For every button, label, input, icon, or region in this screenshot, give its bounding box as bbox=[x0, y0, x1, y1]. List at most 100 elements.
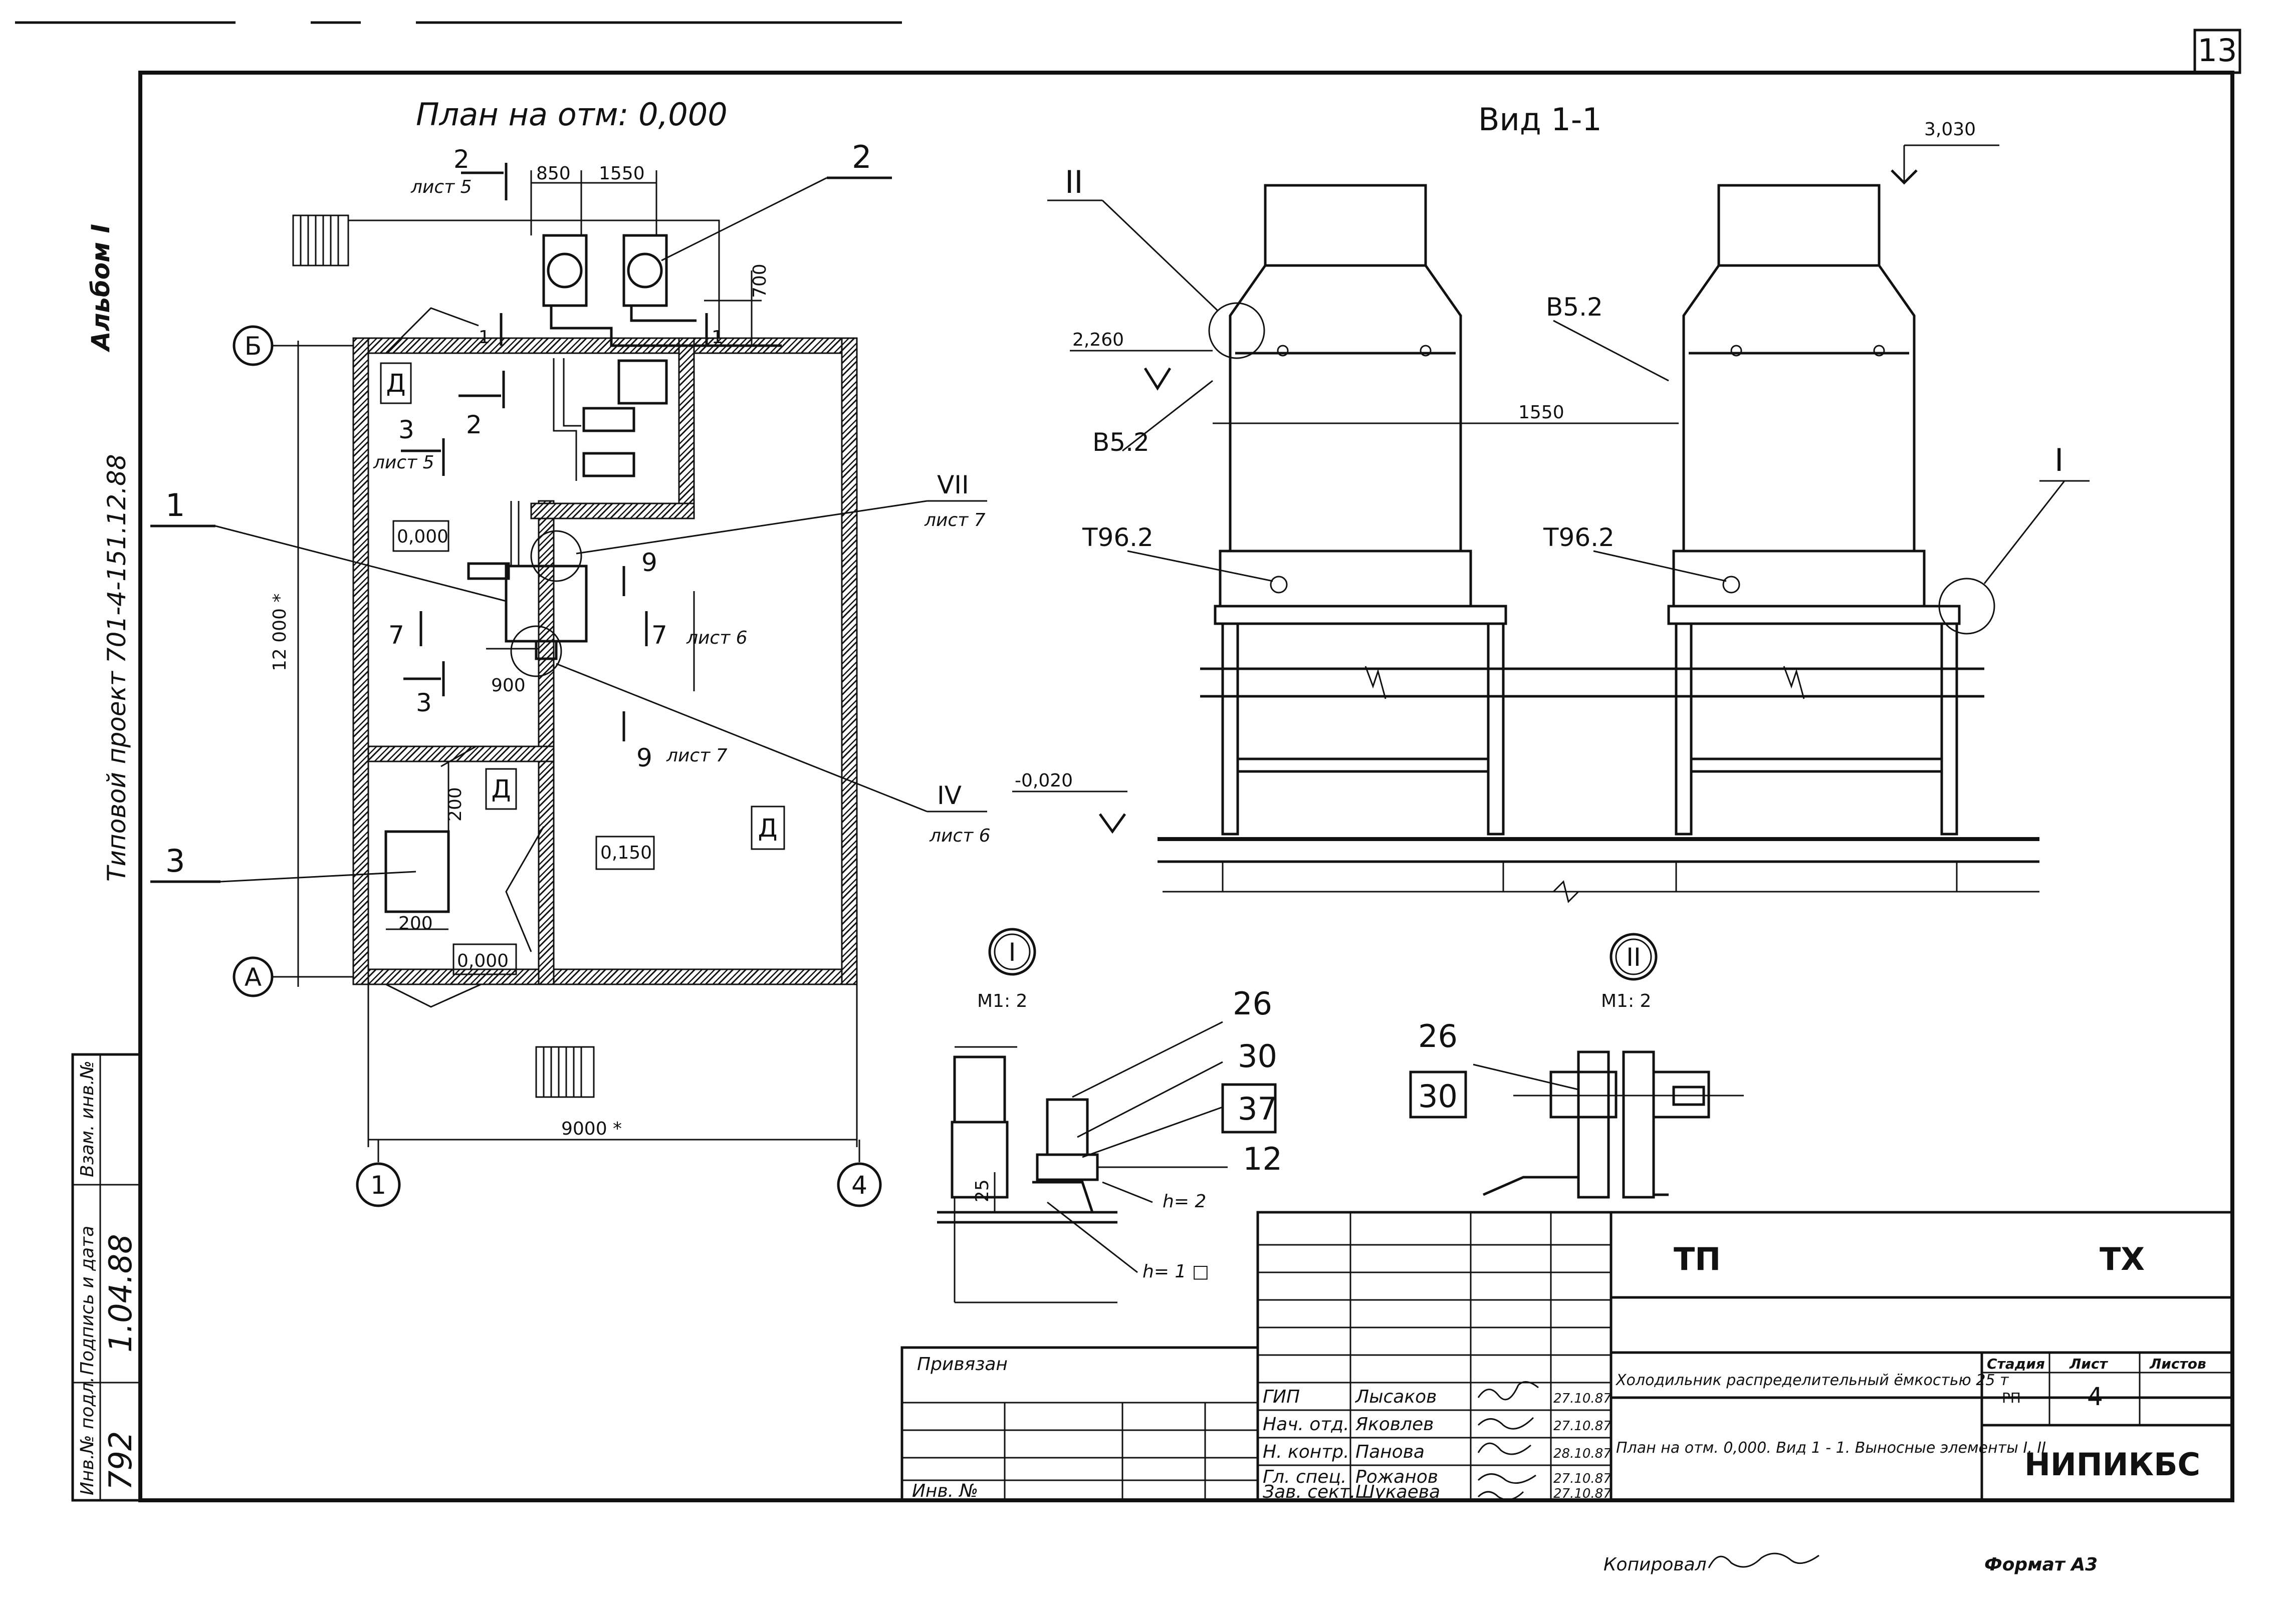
stair-bottom bbox=[535, 1046, 595, 1098]
svg-text:Лысаков: Лысаков bbox=[1354, 1387, 1437, 1407]
svg-text:T96.2: T96.2 bbox=[1082, 523, 1154, 552]
svg-text:лист 5: лист 5 bbox=[373, 452, 434, 473]
svg-text:II: II bbox=[1626, 943, 1641, 972]
detail-ii: II М1: 2 26 30 bbox=[1409, 933, 1744, 1199]
left-margin: Альбом I Типовой проект 701-4-151.12.88 bbox=[86, 224, 131, 882]
wall-inner-h1 bbox=[530, 502, 695, 519]
svg-text:2: 2 bbox=[453, 145, 470, 174]
svg-text:30: 30 bbox=[1238, 1038, 1277, 1075]
svg-text:ГИП: ГИП bbox=[1263, 1387, 1300, 1407]
privyazan-label: Привязан bbox=[917, 1354, 1008, 1375]
section-mark-2-top: 2 лист 5 bbox=[410, 145, 508, 200]
svg-text:2,260: 2,260 bbox=[1072, 330, 1124, 350]
format-label: Формат А3 bbox=[1984, 1554, 2098, 1575]
left-stamp: Инв.№ подл. Подпись и дата Взам. инв.№ 7… bbox=[71, 1053, 142, 1502]
axis-1: 1 bbox=[356, 1140, 401, 1207]
svg-text:М1: 2: М1: 2 bbox=[977, 991, 1027, 1011]
svg-text:Панова: Панова bbox=[1355, 1442, 1425, 1462]
svg-text:VII: VII bbox=[937, 470, 969, 499]
label-b52-right: B5.2 bbox=[1546, 293, 1669, 382]
wall-left bbox=[352, 337, 369, 985]
svg-text:Стадия: Стадия bbox=[1987, 1356, 2045, 1372]
svg-text:Шукаева: Шукаева bbox=[1355, 1482, 1440, 1502]
svg-text:4: 4 bbox=[851, 1171, 867, 1200]
callout-vii: VII лист 7 bbox=[576, 470, 987, 555]
svg-text:2: 2 bbox=[466, 410, 482, 439]
svg-text:лист 6: лист 6 bbox=[686, 628, 748, 648]
project-label: Типовой проект 701-4-151.12.88 bbox=[102, 454, 131, 882]
svg-text:Зав. сект.: Зав. сект. bbox=[1263, 1482, 1355, 1502]
plan-view: План на отм: 0,000 bbox=[150, 96, 991, 1207]
sheet-desc: План на отм. 0,000. Вид 1 - 1. Выносные … bbox=[1616, 1439, 2046, 1457]
level-0000-a: 0,000 bbox=[397, 526, 448, 547]
air-coolers bbox=[542, 234, 668, 307]
object-name: Холодильник распределительный ёмкостью 2… bbox=[1615, 1372, 2009, 1389]
svg-text:3: 3 bbox=[398, 415, 414, 444]
svg-text:2: 2 bbox=[852, 139, 871, 175]
level-0000-b: 0,000 bbox=[457, 951, 509, 971]
svg-text:25: 25 bbox=[972, 1179, 993, 1202]
section-mark-3-top: 3 лист 5 bbox=[373, 415, 445, 476]
svg-text:Гл. спец.: Гл. спец. bbox=[1263, 1467, 1346, 1487]
svg-text:28.10.87: 28.10.87 bbox=[1553, 1446, 1612, 1461]
svg-text:лист 7: лист 7 bbox=[924, 510, 986, 530]
svg-text:27.10.87: 27.10.87 bbox=[1553, 1471, 1612, 1486]
detail-i: I М1: 2 25 26 30 37 12 h= 2 h= 1 □ bbox=[937, 928, 1282, 1303]
footer: Копировал Формат А3 bbox=[1603, 1552, 2098, 1575]
tank-right bbox=[1667, 184, 1961, 836]
svg-text:Лист: Лист bbox=[2069, 1356, 2108, 1372]
svg-text:T96.2: T96.2 bbox=[1543, 523, 1615, 552]
svg-text:12: 12 bbox=[1243, 1141, 1282, 1177]
svg-text:РП: РП bbox=[2002, 1390, 2021, 1406]
elev-top: 3,030 bbox=[1891, 119, 1999, 185]
signatures bbox=[1477, 1381, 1539, 1501]
copied-label: Копировал bbox=[1603, 1554, 1707, 1575]
svg-text:3: 3 bbox=[165, 843, 185, 879]
section-mark-2-left: 2 bbox=[458, 371, 505, 439]
album-label: Альбом I bbox=[86, 224, 115, 353]
axis-a: А bbox=[233, 956, 296, 997]
axis-4: 4 bbox=[837, 1140, 882, 1207]
title-block: Привязан Инв. № ГИП Нач. отд. Н. контр. … bbox=[900, 1211, 2234, 1502]
stamp-date-value: 1.04.88 bbox=[102, 1234, 139, 1353]
svg-text:B5.2: B5.2 bbox=[1546, 293, 1603, 322]
svg-text:Яковлев: Яковлев bbox=[1355, 1414, 1434, 1435]
stamp-replace-inv: Взам. инв.№ bbox=[77, 1060, 98, 1177]
label-t962-left: T96.2 bbox=[1082, 523, 1273, 582]
section-mark-3-bottom: 3 bbox=[403, 661, 445, 717]
dim-1550-view: 1550 bbox=[1518, 402, 1564, 423]
svg-text:27.10.87: 27.10.87 bbox=[1553, 1486, 1612, 1501]
stamp-signature-date: Подпись и дата bbox=[77, 1226, 98, 1375]
svg-text:IV: IV bbox=[937, 781, 962, 810]
svg-text:1: 1 bbox=[165, 487, 185, 523]
svg-text:26: 26 bbox=[1233, 985, 1272, 1022]
position-1: 1 bbox=[150, 487, 507, 602]
svg-text:7: 7 bbox=[388, 621, 404, 650]
code-right: ТХ bbox=[2100, 1241, 2145, 1277]
svg-text:3: 3 bbox=[416, 688, 432, 717]
svg-text:26: 26 bbox=[1418, 1018, 1458, 1054]
svg-text:1: 1 bbox=[479, 327, 490, 348]
svg-text:7: 7 bbox=[651, 621, 667, 650]
dim-700: 700 bbox=[750, 263, 770, 298]
svg-text:лист 7: лист 7 bbox=[666, 745, 728, 766]
view-1-1: Вид 1-1 bbox=[1012, 101, 2090, 903]
wall-right bbox=[841, 337, 858, 985]
svg-text:Нач. отд.: Нач. отд. bbox=[1263, 1414, 1349, 1435]
svg-text:9: 9 bbox=[636, 743, 652, 772]
svg-text:I: I bbox=[2054, 442, 2063, 478]
elev-bottom: -0,020 bbox=[1012, 770, 1127, 834]
section-mark-7: 7 7 лист 6 bbox=[388, 611, 748, 650]
svg-text:37: 37 bbox=[1238, 1091, 1277, 1127]
callout-iv: IV лист 6 bbox=[556, 663, 991, 846]
label-b52-left: B5.2 bbox=[1092, 380, 1213, 457]
svg-text:лист 5: лист 5 bbox=[410, 177, 472, 197]
svg-text:1: 1 bbox=[712, 327, 723, 348]
wall-bottom bbox=[352, 968, 858, 985]
copier-signature bbox=[1708, 1552, 1819, 1568]
svg-text:9: 9 bbox=[641, 548, 657, 577]
room-d-2: Д bbox=[491, 774, 511, 804]
position-3: 3 bbox=[150, 843, 416, 883]
dim-200a: 200 bbox=[445, 787, 466, 822]
svg-text:27.10.87: 27.10.87 bbox=[1553, 1391, 1612, 1406]
